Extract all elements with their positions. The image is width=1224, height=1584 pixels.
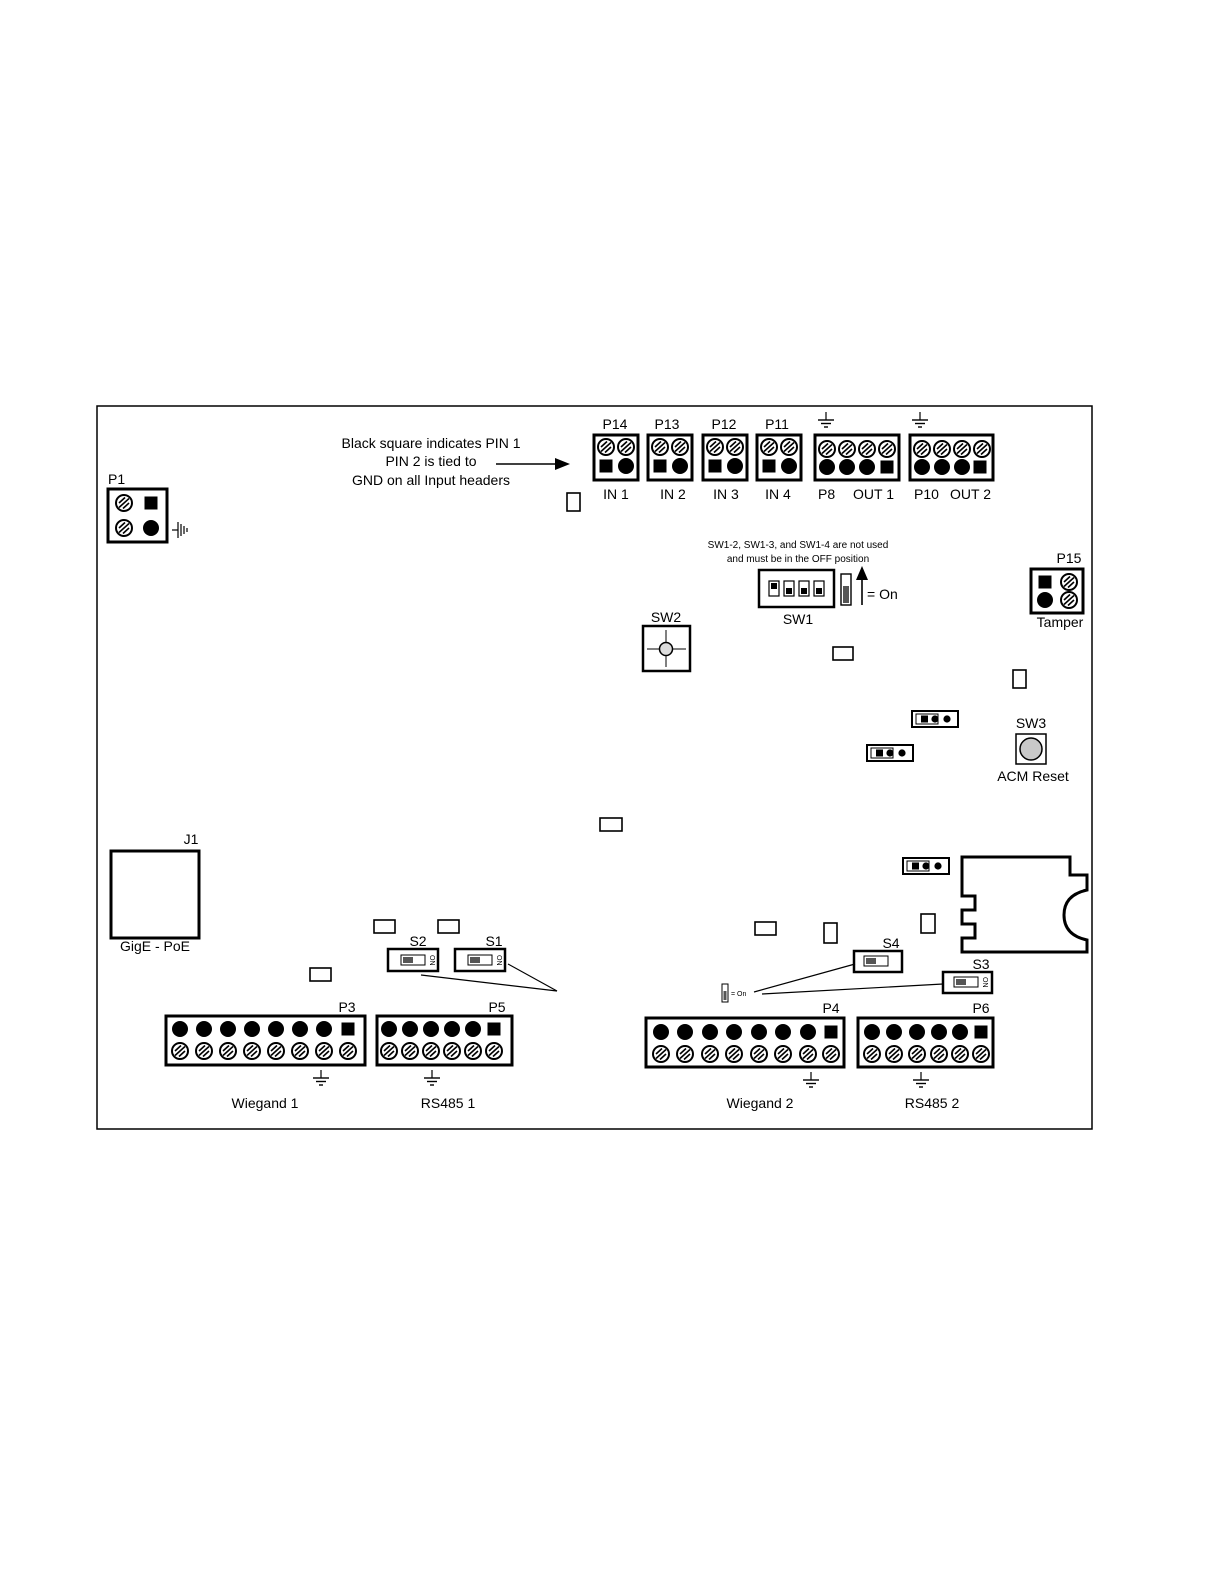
p14-label: P14 xyxy=(603,416,628,432)
connector-p15: P15 Tamper xyxy=(1029,550,1085,630)
switch-s4: S4 xyxy=(852,935,904,974)
pin1-note-line2: PIN 2 is tied to xyxy=(385,453,476,469)
p12-label: P12 xyxy=(712,416,737,432)
s4-label: S4 xyxy=(882,935,899,951)
gige-poe-label: GigE - PoE xyxy=(120,938,190,954)
pin1-note-line1: Black square indicates PIN 1 xyxy=(342,435,521,451)
note-arrow xyxy=(496,458,570,470)
sw1-label: SW1 xyxy=(783,611,814,627)
board-outline xyxy=(96,405,1093,1130)
p10-label: P10 xyxy=(914,486,939,502)
connector-p6: P6 RS485 2 xyxy=(856,1000,995,1111)
connector-p3: P3 Wiegand 1 xyxy=(164,999,367,1111)
s2-on-text: ON xyxy=(428,955,435,966)
out2-label: OUT 2 xyxy=(950,486,991,502)
in4-label: IN 4 xyxy=(765,486,791,502)
p15-label: P15 xyxy=(1057,550,1082,566)
s3-on-text: ON xyxy=(981,977,988,988)
switch-sw2: SW2 xyxy=(641,609,692,673)
sw2-label: SW2 xyxy=(651,609,682,625)
in3-label: IN 3 xyxy=(713,486,739,502)
acm-reset-label: ACM Reset xyxy=(997,768,1069,784)
battery-holder xyxy=(960,855,1089,954)
on-legend-label: = On xyxy=(867,586,898,602)
p5-label: P5 xyxy=(488,999,505,1015)
p11-label: P11 xyxy=(765,416,789,432)
rs485-2-label: RS485 2 xyxy=(905,1095,960,1111)
wiegand2-label: Wiegand 2 xyxy=(727,1095,794,1111)
p13-label: P13 xyxy=(655,416,680,432)
connector-p4: P4 Wiegand 2 xyxy=(644,1000,846,1111)
in1-label: IN 1 xyxy=(603,486,629,502)
tamper-label: Tamper xyxy=(1037,614,1084,630)
s3-s4-on-legend: = On xyxy=(721,963,944,1003)
sw3-label: SW3 xyxy=(1016,715,1047,731)
p4-label: P4 xyxy=(822,1000,839,1016)
s2-label: S2 xyxy=(409,933,426,949)
switch-s1: S1 ON xyxy=(453,933,507,973)
s3-label: S3 xyxy=(972,956,989,972)
sw1-note-line1: SW1-2, SW1-3, and SW1-4 are not used xyxy=(708,540,889,551)
rs485-1-label: RS485 1 xyxy=(421,1095,476,1111)
switch-s2: S2 ON xyxy=(386,933,440,973)
p3-label: P3 xyxy=(338,999,355,1015)
dip-switch-sw1: SW1 xyxy=(757,568,836,627)
connector-p13: P13 IN 2 xyxy=(646,416,694,502)
p1-label: P1 xyxy=(108,471,125,487)
switch-s3: S3 ON xyxy=(941,956,994,995)
p8-label: P8 xyxy=(818,486,835,502)
s1-on-text: ON xyxy=(495,955,502,966)
sw1-note-line2: and must be in the OFF position xyxy=(727,554,869,565)
reset-button-sw3: SW3 ACM Reset xyxy=(997,715,1069,784)
connector-p11: P11 IN 4 xyxy=(755,416,803,502)
p6-label: P6 xyxy=(972,1000,989,1016)
in2-label: IN 2 xyxy=(660,486,686,502)
s1-s2-leader-lines xyxy=(420,963,558,992)
jumper-1 xyxy=(911,710,959,728)
connector-p10: P10 OUT 2 xyxy=(908,411,995,502)
wiegand1-label: Wiegand 1 xyxy=(232,1095,299,1111)
connector-p8: P8 OUT 1 xyxy=(813,411,901,502)
jumper-3 xyxy=(902,857,950,875)
connector-p12: P12 IN 3 xyxy=(701,416,749,502)
j1-label: J1 xyxy=(184,831,199,847)
out1-label: OUT 1 xyxy=(853,486,894,502)
jumper-2 xyxy=(866,744,914,762)
small-on-label: = On xyxy=(731,991,746,998)
switch-on-legend: = On xyxy=(840,566,898,606)
connector-p14: P14 IN 1 xyxy=(592,416,640,502)
earth-ground-icon xyxy=(172,522,188,538)
s1-label: S1 xyxy=(485,933,502,949)
pin1-note-line3: GND on all Input headers xyxy=(352,472,510,488)
connector-p1: P1 xyxy=(106,471,188,544)
connector-p5: P5 RS485 1 xyxy=(375,999,514,1111)
small-components xyxy=(309,492,1027,982)
connector-j1: J1 GigE - PoE xyxy=(109,831,201,954)
